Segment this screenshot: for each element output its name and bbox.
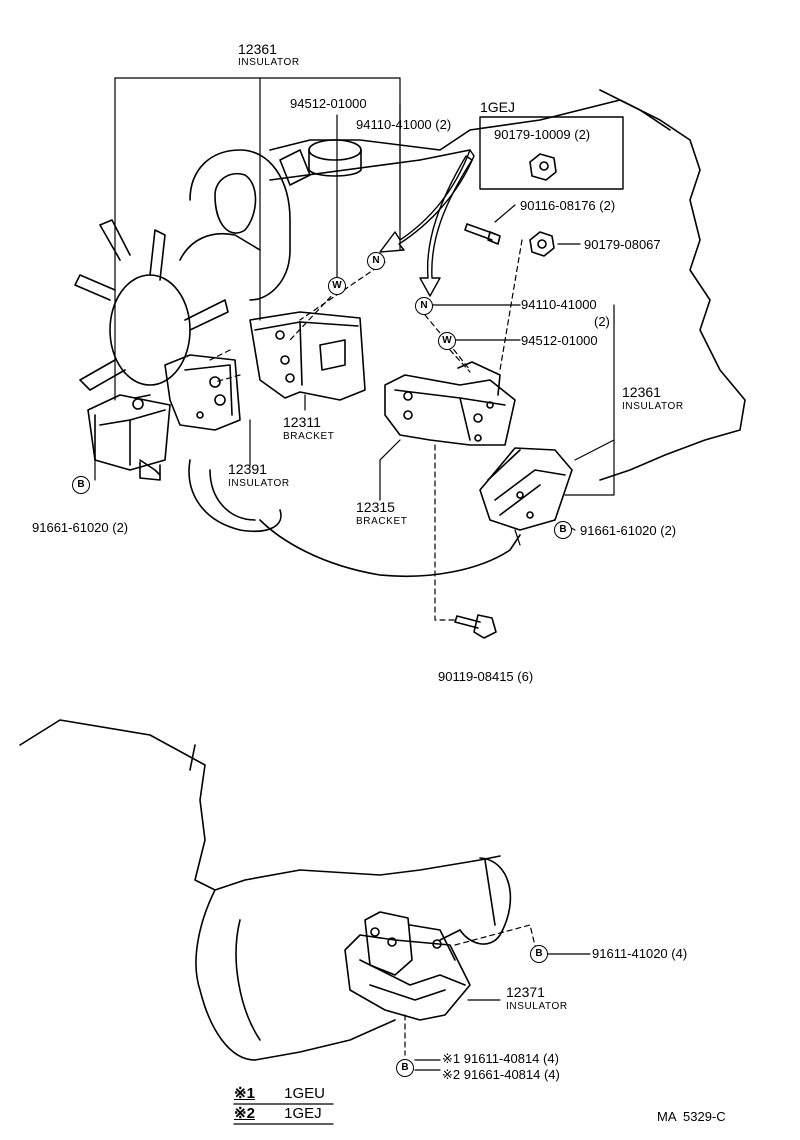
callout-12315-num: 12315 (356, 499, 395, 515)
leader-lines (94, 77, 615, 1071)
variant-1gej-box (479, 116, 624, 190)
washer-marker-right: W (438, 332, 456, 350)
legend-row-1: ※1 1GEU (234, 1085, 325, 1102)
callout-94512-right: 94512-01000 (521, 333, 598, 348)
callout-91661-left: 91661-61020 (2) (32, 520, 129, 535)
legend-symbol-1: ※1 (234, 1085, 255, 1102)
callout-12361-top-num: 12361 (238, 41, 277, 57)
callout-90179-08067: 90179-08067 (584, 237, 661, 252)
callout-90116: 90116-08176 (2) (520, 198, 616, 213)
callout-94512-top: 94512-01000 (290, 96, 367, 111)
legend-symbol-2: ※2 (234, 1105, 255, 1122)
legend-row-2: ※2 1GEJ (234, 1105, 322, 1122)
callout-91661-40814: ※2 91661-40814 (4) (442, 1067, 560, 1082)
callout-91611-40814: ※1 91611-40814 (4) (442, 1051, 559, 1066)
callout-94110-top: 94110-41000 (2) (356, 117, 452, 132)
transmission-drawing (19, 719, 512, 1061)
callout-94110-right-qty: (2) (594, 314, 610, 329)
insulator-12371-drawing (344, 911, 471, 1021)
callout-1gej: 1GEJ (480, 99, 516, 115)
fastener-drawings (454, 153, 557, 639)
callout-12391-name: INSULATOR (228, 478, 290, 489)
callout-12311-num: 12311 (283, 414, 321, 430)
callout-12361-right-num: 12361 (622, 384, 661, 400)
direction-arrows (379, 149, 475, 297)
callout-12315-name: BRACKET (356, 516, 408, 527)
callout-12361-right-name: INSULATOR (622, 401, 684, 412)
washer-marker-top: W (328, 277, 346, 295)
bolt-marker-right: B (554, 521, 572, 539)
callout-12391-num: 12391 (228, 461, 267, 477)
engine-block-drawing (74, 89, 746, 578)
bolt-marker-lower: B (396, 1059, 414, 1077)
callout-90119: 90119-08415 (6) (438, 669, 534, 684)
left-mount-drawing (87, 354, 241, 481)
nut-marker-right: N (415, 297, 433, 315)
callout-94110-right: 94110-41000 (521, 297, 597, 312)
callout-12361-top-name: INSULATOR (238, 57, 300, 68)
callout-90179-10009: 90179-10009 (2) (494, 127, 591, 142)
bolt-marker-lower-right: B (530, 945, 548, 963)
bracket-12315-drawing (384, 361, 573, 531)
callout-12371-name: INSULATOR (506, 1001, 568, 1012)
bolt-marker-left: B (72, 476, 90, 494)
legend-engine-2: 1GEJ (284, 1105, 322, 1122)
callout-91661-right: 91661-61020 (2) (580, 523, 677, 538)
figure-code: MA 5329-C (657, 1109, 726, 1124)
nut-marker-top: N (367, 252, 385, 270)
callout-12371-num: 12371 (506, 984, 545, 1000)
dashed-lines (209, 239, 537, 1056)
callout-91611-41020: 91611-41020 (4) (592, 946, 688, 961)
bracket-12311-drawing (249, 311, 366, 401)
callout-12311-name: BRACKET (283, 431, 335, 442)
legend-engine-1: 1GEU (284, 1085, 326, 1102)
